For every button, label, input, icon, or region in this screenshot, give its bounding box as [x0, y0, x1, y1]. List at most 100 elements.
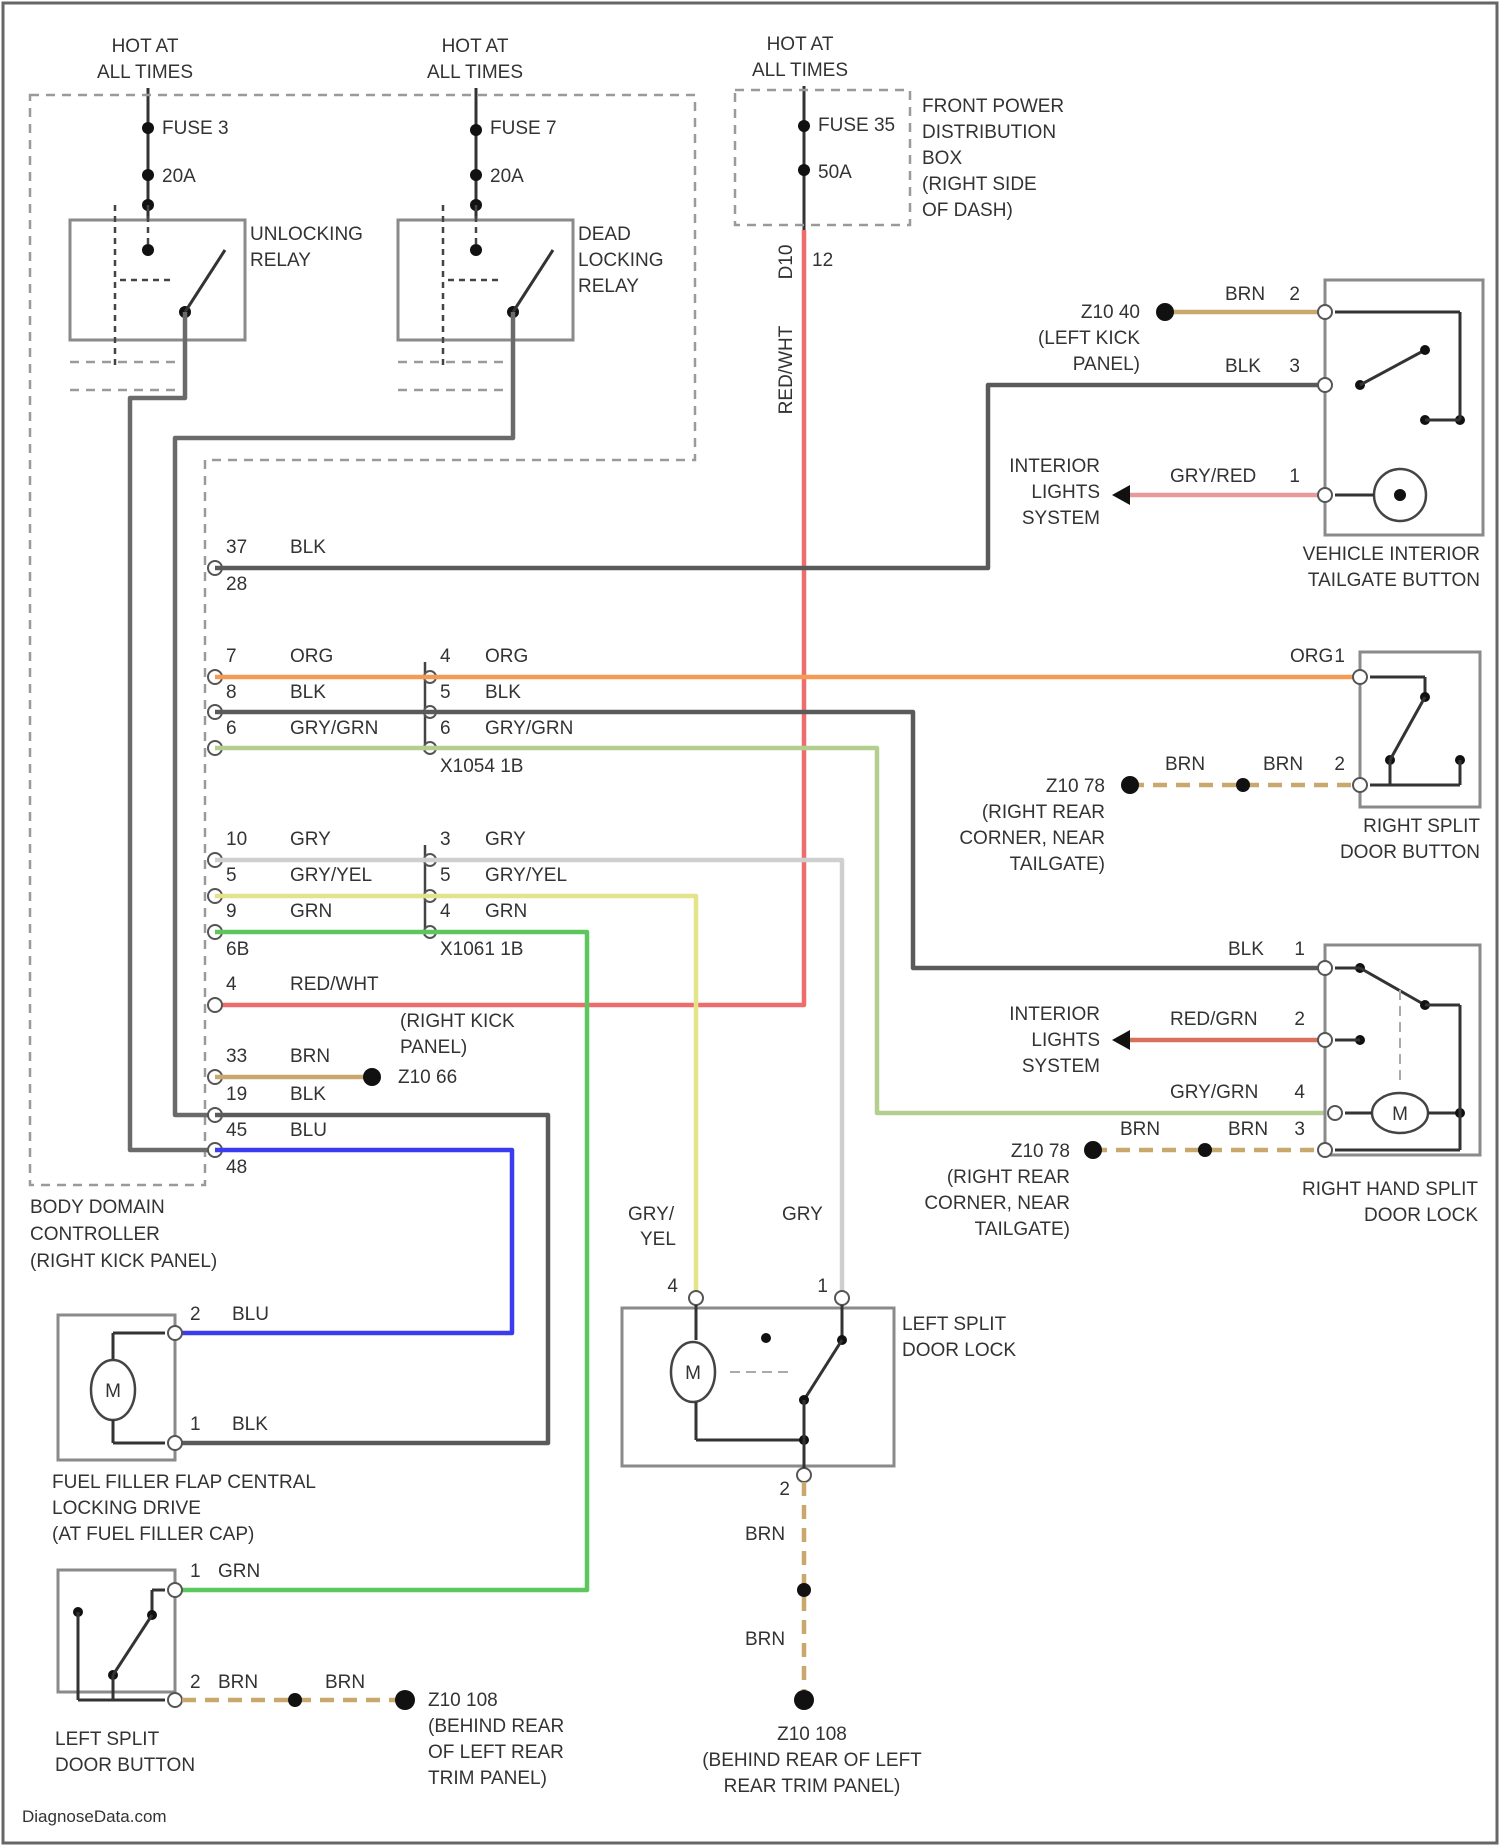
- ppdb-label: FRONT POWER: [922, 96, 1064, 117]
- interior-lights-label: LIGHTS: [1031, 482, 1100, 503]
- wire-color-label: GRN: [218, 1561, 260, 1582]
- fuse-7-feed: HOT AT ALL TIMES FUSE 7 20A: [427, 36, 557, 250]
- pin-label: 6B: [226, 939, 249, 960]
- pin-label: 1: [817, 1276, 828, 1297]
- relay-name: DEAD: [578, 224, 631, 245]
- pin-label: 4: [1294, 1082, 1305, 1103]
- wire-color-label: GRN: [290, 901, 332, 922]
- fuse-35-feed: HOT AT ALL TIMES FUSE 35 50A FRONT POWER…: [735, 34, 1064, 230]
- hot-at-all-times-label: HOT AT: [112, 36, 179, 57]
- wire-color-label: GRY: [485, 829, 526, 850]
- wire-color-label: BRN: [325, 1672, 365, 1693]
- wire-color-label: GRY/GRN: [1170, 1082, 1258, 1103]
- wire-color-label: GRY: [290, 829, 331, 850]
- hot-at-all-times-label: ALL TIMES: [752, 60, 848, 81]
- ppdb-label: BOX: [922, 148, 962, 169]
- ground-id: Z10 108: [777, 1724, 847, 1745]
- ground-location: (RIGHT KICK: [400, 1011, 515, 1032]
- ground-location: REAR TRIM PANEL): [724, 1776, 901, 1797]
- pin-label: 2: [190, 1672, 201, 1693]
- wire-color-label: RED/WHT: [290, 974, 379, 995]
- pin-label: 37: [226, 537, 247, 558]
- relay-name: UNLOCKING: [250, 224, 363, 245]
- wire-color-label: RED/WHT: [776, 325, 797, 414]
- pin-label: 1: [1294, 939, 1305, 960]
- pin-label: 48: [226, 1157, 247, 1178]
- hot-at-all-times-label: HOT AT: [767, 34, 834, 55]
- component-name: DOOR LOCK: [1364, 1205, 1478, 1226]
- fuse-rating: 50A: [818, 162, 852, 183]
- hot-at-all-times-label: ALL TIMES: [427, 62, 523, 83]
- blk-tailgate-wire: [215, 385, 1325, 568]
- ground-location: PANEL): [400, 1037, 467, 1058]
- ground-id: Z10 66: [398, 1067, 457, 1088]
- component-name: TAILGATE BUTTON: [1308, 570, 1480, 591]
- pin-label: 45: [226, 1120, 247, 1141]
- pin-label: 4: [440, 901, 451, 922]
- bdc-name: BODY DOMAIN: [30, 1197, 165, 1218]
- wire-color-label: ORG: [290, 646, 333, 667]
- wire-color-label: BRN: [745, 1629, 785, 1650]
- wire-color-label: YEL: [640, 1229, 676, 1250]
- ground-location: OF LEFT REAR: [428, 1742, 564, 1763]
- connector-id: X1054 1B: [440, 756, 523, 777]
- pin-label: 3: [1294, 1119, 1305, 1140]
- wire-color-label: BLK: [290, 537, 326, 558]
- motor-symbol: M: [685, 1363, 701, 1384]
- component-name: DOOR BUTTON: [55, 1755, 195, 1776]
- motor-symbol: M: [1392, 1104, 1408, 1125]
- wire-code-label: D10: [776, 245, 797, 280]
- wire-color-label: GRY/RED: [1170, 466, 1256, 487]
- ground-id: Z10 108: [428, 1690, 498, 1711]
- relay-name: LOCKING: [578, 250, 664, 271]
- ground-id: Z10 40: [1081, 302, 1140, 323]
- pin-label: 6: [226, 718, 237, 739]
- pin-label: 19: [226, 1084, 247, 1105]
- interior-lights-label: SYSTEM: [1022, 1056, 1100, 1077]
- red-wht-wire: [215, 230, 804, 1005]
- wire-color-label: BLK: [232, 1414, 268, 1435]
- pin-label: 1: [1334, 646, 1345, 667]
- wire-color-label: BRN: [290, 1046, 330, 1067]
- ground-point: [363, 1068, 381, 1086]
- ground-location: PANEL): [1073, 354, 1140, 375]
- ground-location: (BEHIND REAR OF LEFT: [702, 1750, 922, 1771]
- relay-name: RELAY: [578, 276, 639, 297]
- fuse-rating: 20A: [162, 166, 196, 187]
- wire-color-label: BLK: [485, 682, 521, 703]
- left-split-door-lock: M 4 1 2 GRY/ YEL GRY BRN BRN Z10 108 (BE…: [622, 1204, 1016, 1797]
- ppdb-label: (RIGHT SIDE: [922, 174, 1037, 195]
- blk-right-lock-wire: [215, 712, 1325, 968]
- wire-color-label: ORG: [485, 646, 528, 667]
- pin-label: 1: [190, 1561, 201, 1582]
- pin-label: 2: [190, 1304, 201, 1325]
- wire-color-label: BLK: [290, 682, 326, 703]
- pin-label: 5: [440, 682, 451, 703]
- component-name: DOOR BUTTON: [1340, 842, 1480, 863]
- component-name: RIGHT HAND SPLIT: [1302, 1179, 1478, 1200]
- wire-color-label: RED/GRN: [1170, 1009, 1258, 1030]
- wire-color-label: GRY/: [628, 1204, 675, 1225]
- pin-label: 4: [440, 646, 451, 667]
- pin-label: 3: [440, 829, 451, 850]
- right-hand-split-door-lock: M 1 BLK 2 RED/GRN 4 GRY/GRN 3 BRN BRN Z1…: [924, 939, 1480, 1240]
- ground-location: (BEHIND REAR: [428, 1716, 564, 1737]
- pin-label: 12: [812, 250, 833, 271]
- wire-color-label: BLK: [1225, 356, 1261, 377]
- hot-at-all-times-label: HOT AT: [442, 36, 509, 57]
- wire-color-label: GRY/YEL: [290, 865, 372, 886]
- wire-color-label: GRY/GRN: [290, 718, 378, 739]
- pin-label: 10: [226, 829, 247, 850]
- fuse-3-feed: HOT AT ALL TIMES FUSE 3 20A: [97, 36, 229, 250]
- ground-location: TAILGATE): [975, 1219, 1070, 1240]
- wire-color-label: BLK: [1228, 939, 1264, 960]
- fuel-filler-flap-drive: M 2 BLU 1 BLK FUEL FILLER FLAP CENTRAL L…: [52, 1304, 316, 1545]
- ppdb-label: OF DASH): [922, 200, 1013, 221]
- fuse-label: FUSE 3: [162, 118, 229, 139]
- ground-location: CORNER, NEAR: [959, 828, 1105, 849]
- component-name: LEFT SPLIT: [902, 1314, 1007, 1335]
- wire-color-label: BRN: [1120, 1119, 1160, 1140]
- pin-label: 6: [440, 718, 451, 739]
- wire-color-label: BLK: [290, 1084, 326, 1105]
- ppdb-outline: [735, 90, 910, 225]
